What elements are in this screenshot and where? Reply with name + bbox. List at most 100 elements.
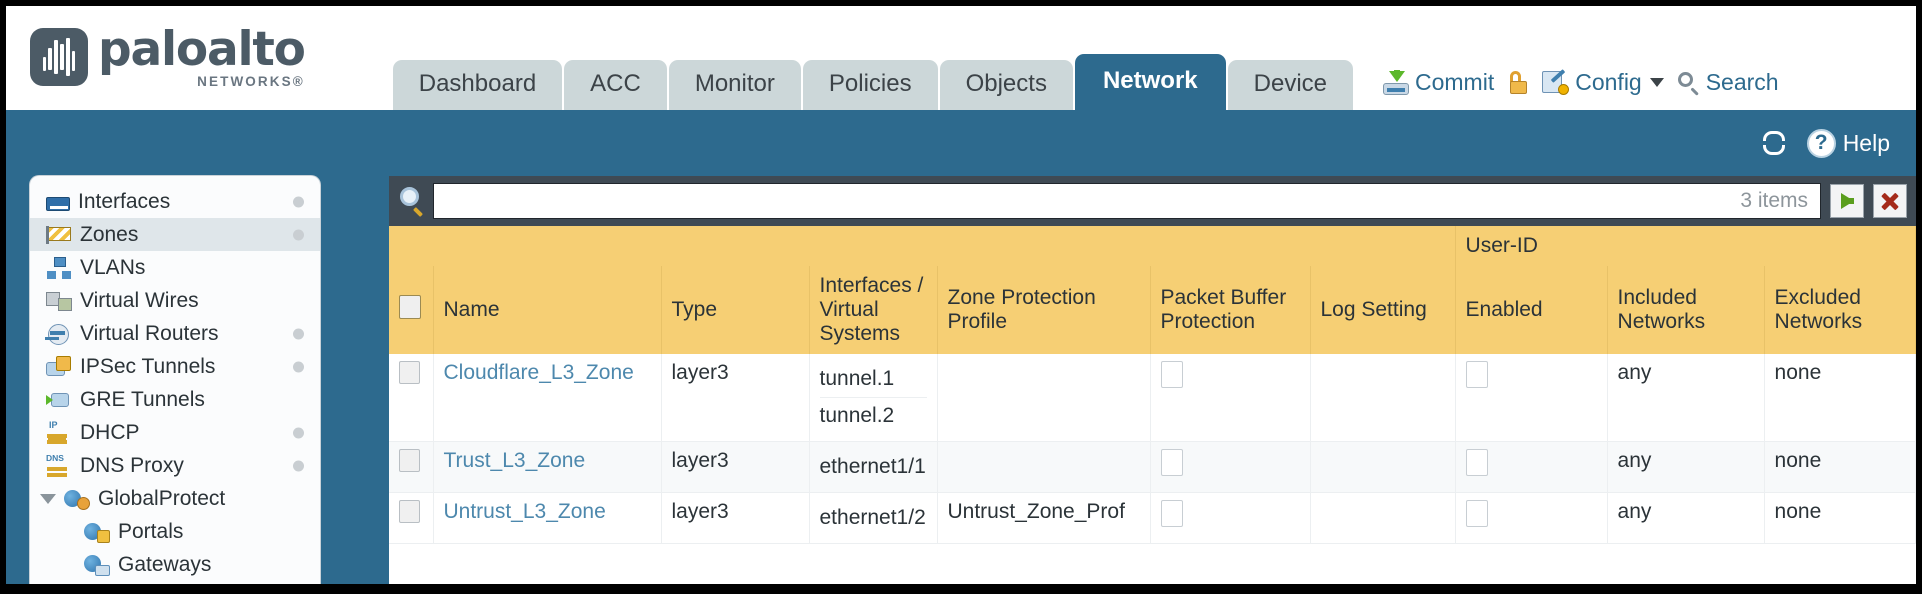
cell-name[interactable]: Cloudflare_L3_Zone bbox=[433, 354, 662, 442]
brand-name: paloalto bbox=[98, 21, 306, 77]
top-header: paloalto NETWORKS® Dashboard ACC Monitor… bbox=[6, 6, 1916, 110]
cell-packet-buffer-protection[interactable] bbox=[1150, 492, 1311, 544]
packet-buffer-protection-checkbox[interactable] bbox=[1160, 361, 1183, 388]
row-checkbox[interactable] bbox=[399, 361, 420, 384]
config-menu-button[interactable]: Config bbox=[1542, 68, 1664, 96]
tab-acc[interactable]: ACC bbox=[564, 59, 667, 110]
sidebar-item-gre-tunnels[interactable]: GRE Tunnels bbox=[30, 383, 320, 416]
column-header-log-setting[interactable]: Log Setting bbox=[1310, 266, 1456, 354]
tab-monitor[interactable]: Monitor bbox=[668, 59, 801, 110]
userid-enabled-checkbox[interactable] bbox=[1465, 500, 1488, 527]
help-button[interactable]: ? Help bbox=[1806, 128, 1890, 158]
expand-triangle-icon[interactable] bbox=[40, 493, 56, 504]
sidebar-item-ipsec-tunnels[interactable]: IPSec Tunnels bbox=[30, 350, 320, 383]
tab-dashboard[interactable]: Dashboard bbox=[392, 59, 563, 110]
config-label: Config bbox=[1575, 69, 1642, 95]
lock-button[interactable] bbox=[1508, 71, 1528, 94]
interface-entry: ethernet1/2 bbox=[819, 506, 926, 529]
cell-log-setting bbox=[1310, 441, 1456, 493]
interface-entry: tunnel.1 bbox=[819, 361, 927, 398]
sidebar-item-virtual-routers[interactable]: Virtual Routers bbox=[30, 317, 320, 350]
sidebar-status-dot bbox=[293, 328, 304, 339]
cell-name[interactable]: Untrust_L3_Zone bbox=[433, 492, 662, 544]
cell-packet-buffer-protection[interactable] bbox=[1150, 354, 1311, 442]
sidebar-item-label: IPSec Tunnels bbox=[80, 354, 216, 378]
clear-filter-button[interactable] bbox=[1873, 184, 1907, 218]
row-select-cell[interactable] bbox=[389, 492, 434, 544]
tab-network[interactable]: Network bbox=[1074, 53, 1226, 110]
row-checkbox[interactable] bbox=[399, 449, 420, 472]
cell-name[interactable]: Trust_L3_Zone bbox=[433, 441, 662, 493]
row-select-cell[interactable] bbox=[389, 354, 434, 442]
zone-name-link[interactable]: Untrust_L3_Zone bbox=[443, 500, 606, 523]
group-header-userid: User-ID bbox=[1455, 226, 1916, 266]
sidebar-item-label: DNS Proxy bbox=[80, 453, 184, 477]
cell-packet-buffer-protection[interactable] bbox=[1150, 441, 1311, 493]
brand-sub: NETWORKS® bbox=[197, 73, 305, 89]
table-row[interactable]: Trust_L3_Zone layer3 ethernet1/1 bbox=[389, 441, 1916, 493]
tab-device[interactable]: Device bbox=[1227, 59, 1353, 110]
column-header-excluded-networks[interactable]: Excluded Networks bbox=[1764, 266, 1916, 354]
cell-type: layer3 bbox=[661, 492, 810, 544]
sidebar-item-globalprotect[interactable]: GlobalProtect bbox=[30, 482, 320, 515]
zone-name-link[interactable]: Trust_L3_Zone bbox=[443, 449, 586, 472]
sidebar-item-dhcp[interactable]: DHCP bbox=[30, 416, 320, 449]
tab-policies[interactable]: Policies bbox=[802, 59, 938, 110]
select-all-header[interactable] bbox=[389, 266, 434, 354]
help-label: Help bbox=[1842, 129, 1890, 156]
zone-name-link[interactable]: Cloudflare_L3_Zone bbox=[443, 361, 634, 384]
column-header-packet-buffer-protection[interactable]: Packet Buffer Protection bbox=[1150, 266, 1311, 354]
search-button[interactable]: Search bbox=[1677, 69, 1779, 97]
sidebar-item-vlans[interactable]: VLANs bbox=[30, 251, 320, 284]
commit-button[interactable]: Commit bbox=[1383, 69, 1494, 96]
row-checkbox[interactable] bbox=[399, 500, 420, 523]
apply-filter-button[interactable] bbox=[1830, 184, 1864, 218]
cell-userid-enabled[interactable] bbox=[1455, 354, 1608, 442]
sidebar-item-interfaces[interactable]: Interfaces bbox=[30, 185, 320, 218]
filter-input-wrap[interactable]: 3 items bbox=[433, 183, 1821, 219]
packet-buffer-protection-checkbox[interactable] bbox=[1160, 500, 1183, 527]
tab-objects[interactable]: Objects bbox=[939, 59, 1073, 110]
sidebar-item-label: DHCP bbox=[80, 420, 140, 444]
sidebar-item-label: GlobalProtect bbox=[98, 486, 226, 510]
ipsec-tunnels-icon bbox=[46, 355, 72, 378]
cell-log-setting bbox=[1310, 492, 1456, 544]
column-header-name[interactable]: Name bbox=[433, 266, 662, 354]
column-header-interfaces[interactable]: Interfaces / Virtual Systems bbox=[809, 266, 938, 354]
column-header-enabled[interactable]: Enabled bbox=[1455, 266, 1608, 354]
sidebar-item-dns-proxy[interactable]: DNS Proxy bbox=[30, 449, 320, 482]
refresh-icon[interactable] bbox=[1761, 131, 1789, 155]
packet-buffer-protection-checkbox[interactable] bbox=[1160, 449, 1183, 476]
sidebar-item-label: Virtual Wires bbox=[80, 288, 199, 312]
table-row[interactable]: Cloudflare_L3_Zone layer3 tunnel.1 tunne… bbox=[389, 354, 1916, 442]
sidebar: Interfaces Zones VLANs Virtual Wires Vir… bbox=[30, 176, 320, 584]
column-header-included-networks[interactable]: Included Networks bbox=[1607, 266, 1765, 354]
cell-userid-enabled[interactable] bbox=[1455, 441, 1608, 493]
globalprotect-icon bbox=[64, 488, 90, 510]
table-row[interactable]: Untrust_L3_Zone layer3 ethernet1/2 Untru… bbox=[389, 492, 1916, 544]
sidebar-item-label: Virtual Routers bbox=[80, 321, 219, 345]
search-input[interactable] bbox=[446, 189, 1741, 213]
sidebar-item-zones[interactable]: Zones bbox=[30, 218, 320, 251]
interface-entry: ethernet1/1 bbox=[819, 455, 926, 478]
column-header-zone-protection-profile[interactable]: Zone Protection Profile bbox=[937, 266, 1151, 354]
gre-tunnels-icon bbox=[46, 389, 72, 411]
cell-userid-enabled[interactable] bbox=[1455, 492, 1608, 544]
row-select-cell[interactable] bbox=[389, 441, 434, 493]
cell-type: layer3 bbox=[661, 441, 810, 493]
interfaces-icon bbox=[46, 196, 70, 211]
sidebar-item-gateways[interactable]: Gateways bbox=[30, 548, 320, 581]
userid-enabled-checkbox[interactable] bbox=[1465, 361, 1488, 388]
sidebar-item-portals[interactable]: Portals bbox=[30, 515, 320, 548]
main-nav-tabs: Dashboard ACC Monitor Policies Objects N… bbox=[392, 6, 1353, 110]
column-header-type[interactable]: Type bbox=[661, 266, 810, 354]
select-all-checkbox[interactable] bbox=[399, 295, 421, 319]
filter-search-icon[interactable] bbox=[397, 186, 427, 217]
sidebar-item-label: GRE Tunnels bbox=[80, 387, 205, 411]
cell-log-setting bbox=[1310, 354, 1456, 442]
sub-header-banner: ? Help bbox=[6, 110, 1916, 176]
chevron-down-icon bbox=[1649, 78, 1664, 87]
sidebar-item-virtual-wires[interactable]: Virtual Wires bbox=[30, 284, 320, 317]
userid-enabled-checkbox[interactable] bbox=[1465, 449, 1488, 476]
